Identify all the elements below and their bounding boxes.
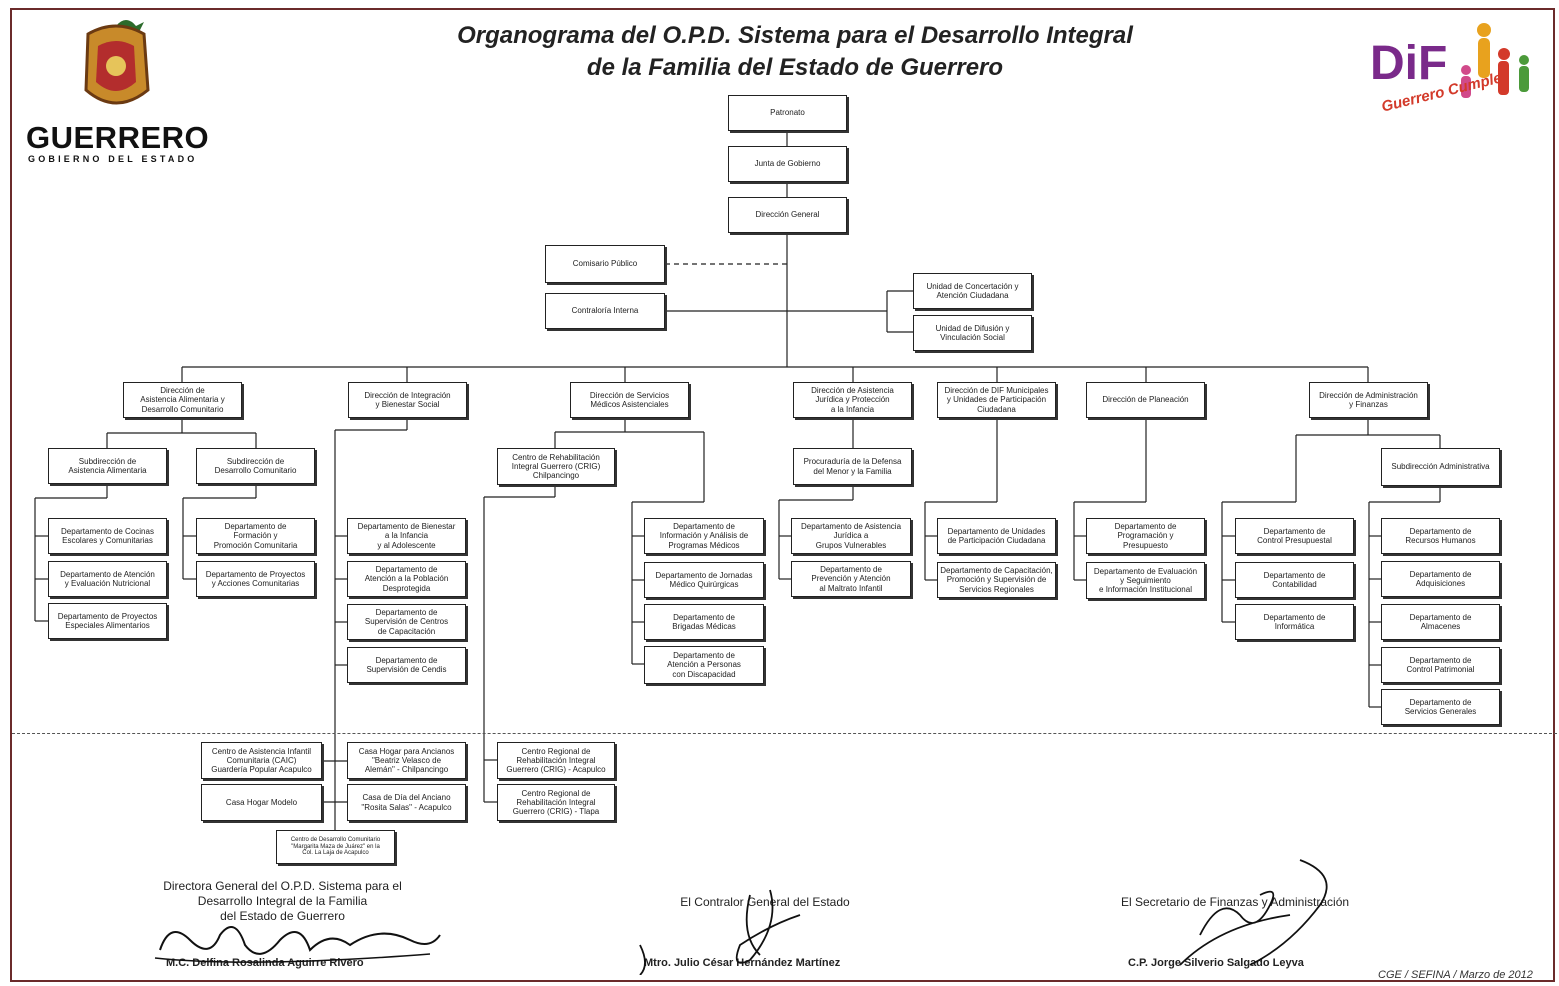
- box-sub-administrativa: Subdirección Administrativa: [1381, 448, 1500, 486]
- dif-logo: DiF Guerrero Cumple: [1366, 14, 1546, 124]
- box-sub-comunitario: Subdirección de Desarrollo Comunitario: [196, 448, 315, 484]
- box-dep-cendis: Departamento de Supervisión de Cendis: [347, 647, 466, 683]
- box-dep-control-patrimonial: Departamento de Control Patrimonial: [1381, 647, 1500, 683]
- coat-of-arms-icon: [84, 20, 150, 105]
- box-unidad-concertacion: Unidad de Concertación y Atención Ciudad…: [913, 273, 1032, 309]
- dashed-separator: [12, 733, 1557, 734]
- box-contraloria-interna: Contraloría Interna: [545, 293, 665, 329]
- box-centro-desarrollo: Centro de Desarrollo Comunitario "Margar…: [276, 830, 395, 864]
- box-sub-alimentaria: Subdirección de Asistencia Alimentaria: [48, 448, 167, 484]
- box-caic: Centro de Asistencia Infantil Comunitari…: [201, 742, 322, 779]
- box-dir-planeacion: Dirección de Planeación: [1086, 382, 1205, 418]
- box-dep-proy-alimentarios: Departamento de Proyectos Especiales Ali…: [48, 603, 167, 639]
- box-dep-almacenes: Departamento de Almacenes: [1381, 604, 1500, 640]
- box-procuraduria: Procuraduría de la Defensa del Menor y l…: [793, 448, 912, 485]
- box-dep-info-medica: Departamento de Información y Análisis d…: [644, 518, 764, 554]
- directora-title: Directora General del O.P.D. Sistema par…: [163, 879, 402, 923]
- box-dep-maltrato: Departamento de Prevención y Atención al…: [791, 561, 911, 597]
- box-dep-programacion: Departamento de Programación y Presupues…: [1086, 518, 1205, 554]
- box-dep-jornadas: Departamento de Jornadas Médico Quirúrgi…: [644, 562, 764, 598]
- dif-wordmark: DiF: [1370, 37, 1448, 90]
- box-dep-vulnerables: Departamento de Asistencia Jurídica a Gr…: [791, 518, 911, 554]
- chart-title-line2: de la Familia del Estado de Guerrero: [586, 54, 1004, 81]
- box-dep-evaluacion: Departamento de Evaluación y Seguimiento…: [1086, 562, 1205, 599]
- logo-name: GUERRERO: [26, 120, 210, 155]
- chart-title-line1: Organograma del O.P.D. Sistema para el D…: [457, 22, 1133, 49]
- box-comisario-publico: Comisario Público: [545, 245, 665, 283]
- box-dep-informatica: Departamento de Informática: [1235, 604, 1354, 640]
- footer-reference: CGE / SEFINA / Marzo de 2012: [1378, 969, 1533, 981]
- box-dep-nutricional: Departamento de Atención y Evaluación Nu…: [48, 561, 167, 597]
- box-dir-juridica: Dirección de Asistencia Jurídica y Prote…: [793, 382, 912, 418]
- contralor-signature: [639, 889, 801, 975]
- box-dir-medicos: Dirección de Servicios Médicos Asistenci…: [570, 382, 689, 418]
- box-junta-gobierno: Junta de Gobierno: [728, 146, 847, 182]
- guerrero-logo: GUERRERO GOBIERNO DEL ESTADO: [26, 12, 216, 164]
- box-dep-bienestar: Departamento de Bienestar a la Infancia …: [347, 518, 466, 554]
- box-dep-proy-comunitarias: Departamento de Proyectos y Acciones Com…: [196, 561, 315, 597]
- box-dep-regionales: Departamento de Capacitación, Promoción …: [937, 562, 1056, 598]
- secretario-signature: [1179, 859, 1328, 966]
- box-dep-contabilidad: Departamento de Contabilidad: [1235, 562, 1354, 598]
- box-dep-desprotegida: Departamento de Atención a la Población …: [347, 561, 466, 597]
- box-crig-tlapa: Centro Regional de Rehabilitación Integr…: [497, 784, 615, 821]
- box-dep-capacitacion: Departamento de Supervisión de Centros d…: [347, 604, 466, 640]
- box-dep-servicios-generales: Departamento de Servicios Generales: [1381, 689, 1500, 725]
- box-dir-alimentaria: Dirección de Asistencia Alimentaria y De…: [123, 382, 242, 418]
- box-dep-formacion: Departamento de Formación y Promoción Co…: [196, 518, 315, 554]
- box-unidad-difusion: Unidad de Difusión y Vinculación Social: [913, 315, 1032, 351]
- box-crig-chilpancingo: Centro de Rehabilitación Integral Guerre…: [497, 448, 615, 485]
- box-crig-acapulco: Centro Regional de Rehabilitación Integr…: [497, 742, 615, 779]
- box-dep-recursos-humanos: Departamento de Recursos Humanos: [1381, 518, 1500, 554]
- box-dep-cocinas: Departamento de Cocinas Escolares y Comu…: [48, 518, 167, 554]
- directora-name: M.C. Delfina Rosalinda Aguirre Rivero: [166, 957, 364, 969]
- logo-subtitle: GOBIERNO DEL ESTADO: [28, 154, 198, 164]
- directora-signature: [154, 926, 441, 963]
- box-dep-unidades: Departamento de Unidades de Participació…: [937, 518, 1056, 554]
- box-direccion-general: Dirección General: [728, 197, 847, 233]
- box-dir-integracion: Dirección de Integración y Bienestar Soc…: [348, 382, 467, 418]
- box-dir-municipales: Dirección de DIF Municipales y Unidades …: [937, 382, 1056, 418]
- box-dep-discapacidad: Departamento de Atención a Personas con …: [644, 646, 764, 684]
- secretario-title: El Secretario de Finanzas y Administraci…: [1120, 895, 1350, 909]
- contralor-title: El Contralor General del Estado: [680, 895, 850, 909]
- page-border: [10, 8, 1555, 982]
- box-patronato: Patronato: [728, 95, 847, 131]
- box-dep-control-presupuestal: Departamento de Control Presupuestal: [1235, 518, 1354, 554]
- family-figures-icon: [1461, 23, 1529, 98]
- box-dep-adquisiciones: Departamento de Adquisiciones: [1381, 561, 1500, 597]
- box-dep-brigadas: Departamento de Brigadas Médicas: [644, 604, 764, 640]
- box-casa-dia: Casa de Día del Anciano "Rosita Salas" -…: [347, 784, 466, 821]
- box-casa-hogar-modelo: Casa Hogar Modelo: [201, 784, 322, 821]
- box-dir-administracion: Dirección de Administración y Finanzas: [1309, 382, 1428, 418]
- box-casa-ancianos: Casa Hogar para Ancianos "Beatriz Velasc…: [347, 742, 466, 779]
